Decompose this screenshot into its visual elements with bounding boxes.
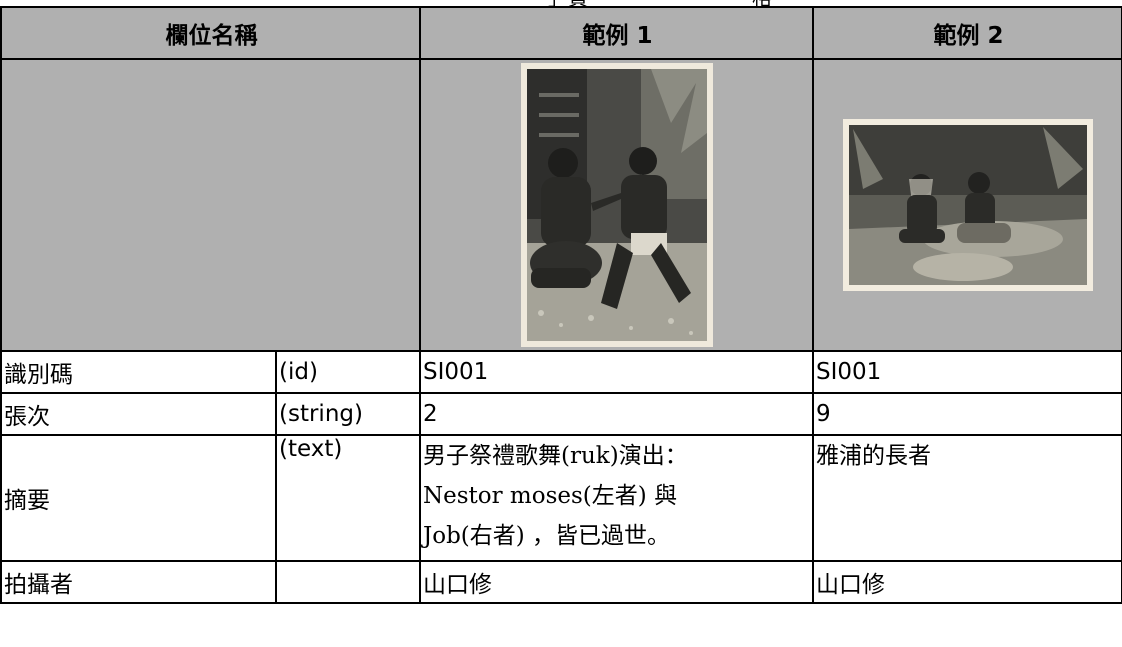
header-field-name: 欄位名稱 [0,6,421,60]
example-2-value: 9 [812,392,1122,436]
table-row: 摘要 (text) 男子祭禮歌舞(ruk)演出： Nestor moses(左者… [0,434,1122,562]
row-type [275,560,421,604]
abstract-line: Nestor moses(左者) 與 [423,483,678,509]
cropped-caption-strip: ㄧ 」 資 格 [0,0,1122,6]
header-row: 欄位名稱 範例 1 範例 2 [0,6,1122,60]
photo-cell-example-1 [419,58,814,352]
example-2-abstract: 雅浦的長者 [812,434,1122,562]
row-type: (text) [275,434,421,562]
abstract-line: 男子祭禮歌舞(ruk)演出： [423,443,688,469]
example-2-value: 山口修 [812,560,1122,604]
table-row: 張次 (string) 2 9 [0,392,1122,436]
row-label: 拍攝者 [0,560,277,604]
example-2-value: SI001 [812,350,1122,394]
row-label: 摘要 [0,434,277,562]
table-row: 拍攝者 山口修 山口修 [0,560,1122,604]
example-1-value: 山口修 [419,560,814,604]
row-type: (id) [275,350,421,394]
example-1-value: 2 [419,392,814,436]
metadata-table: 欄位名稱 範例 1 範例 2 [0,6,1122,604]
example-1-abstract: 男子祭禮歌舞(ruk)演出： Nestor moses(左者) 與 Job(右者… [419,434,814,562]
example-1-value: SI001 [419,350,814,394]
photo-example-1 [520,63,713,347]
photo-row [0,58,1122,352]
abstract-line: Job(右者) ，皆已過世。 [423,523,671,549]
row-label: 張次 [0,392,277,436]
row-label: 識別碼 [0,350,277,394]
table-row: 識別碼 (id) SI001 SI001 [0,350,1122,394]
photo-example-2 [842,119,1093,291]
photo-cell-example-2 [812,58,1122,352]
row-type: (string) [275,392,421,436]
header-example-2: 範例 2 [812,6,1122,60]
header-example-1: 範例 1 [419,6,814,60]
photo-label-cell [0,58,421,352]
